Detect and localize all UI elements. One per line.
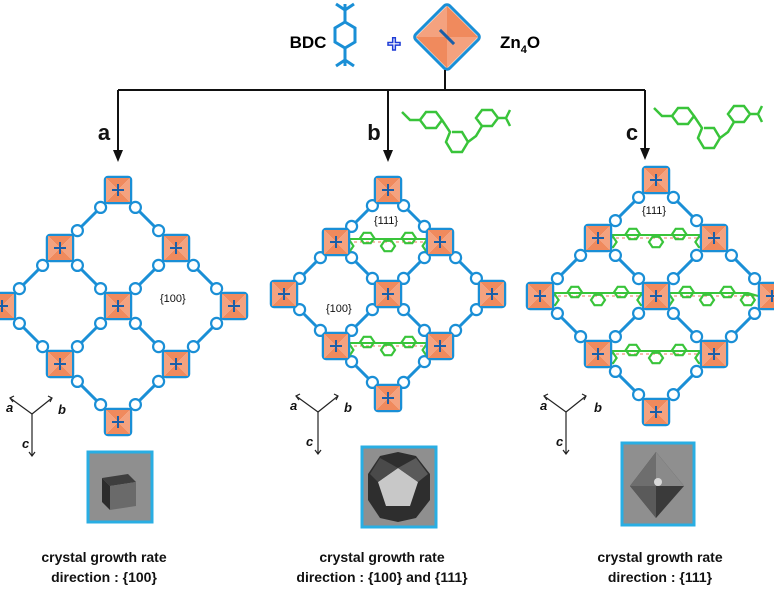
axis-label-c: c xyxy=(306,434,314,449)
facet-label-100: {100} xyxy=(326,303,352,315)
axis-label-b: b xyxy=(344,400,352,415)
crystal-image-cube xyxy=(86,450,154,524)
axis-label-a: a xyxy=(6,400,13,415)
axis-label-c: c xyxy=(556,434,564,449)
bdc-linker-icon xyxy=(333,2,357,68)
caption-c-line1: crystal growth rate xyxy=(597,549,722,565)
axis-triad-a xyxy=(9,395,53,457)
axis-label-b: b xyxy=(594,400,602,415)
crystal-image-octahedron xyxy=(620,441,696,527)
header: BDC + Zn4O xyxy=(290,2,540,71)
axis-label-c: c xyxy=(22,436,30,451)
facet-label-111: {111} xyxy=(642,205,666,217)
caption-b-line2: direction : {100} and {111} xyxy=(296,569,468,585)
framework-lattice-a xyxy=(0,175,249,437)
modulator-molecule-icon xyxy=(653,104,764,150)
bdc-label: BDC xyxy=(290,33,327,52)
panel-c-letter: c xyxy=(626,120,638,145)
zn4o-cluster-icon xyxy=(413,3,481,71)
panel-a-letter: a xyxy=(98,120,111,145)
caption-b-line1: crystal growth rate xyxy=(319,549,444,565)
framework-lattice-c xyxy=(525,165,774,427)
axis-triad-c xyxy=(543,393,587,455)
axis-label-a: a xyxy=(290,398,297,413)
facet-label-100: {100} xyxy=(160,293,186,305)
panel-b-letter: b xyxy=(367,120,380,145)
axis-label-b: b xyxy=(58,402,66,417)
svg-text:+: + xyxy=(387,31,401,58)
framework-lattice-b xyxy=(269,175,507,413)
axis-label-a: a xyxy=(540,398,547,413)
caption-a-line2: direction : {100} xyxy=(51,569,157,585)
caption-c-line2: direction : {111} xyxy=(608,569,713,585)
branch-arrows xyxy=(113,70,650,162)
plus-icon: + xyxy=(386,30,402,59)
caption-a-line1: crystal growth rate xyxy=(41,549,166,565)
modulator-molecule-icon xyxy=(401,108,512,154)
zn4o-label: Zn4O xyxy=(500,33,540,56)
facet-label-111: {111} xyxy=(374,215,398,227)
axis-triad-b xyxy=(295,393,339,455)
crystal-image-truncated-octahedron xyxy=(360,445,438,529)
